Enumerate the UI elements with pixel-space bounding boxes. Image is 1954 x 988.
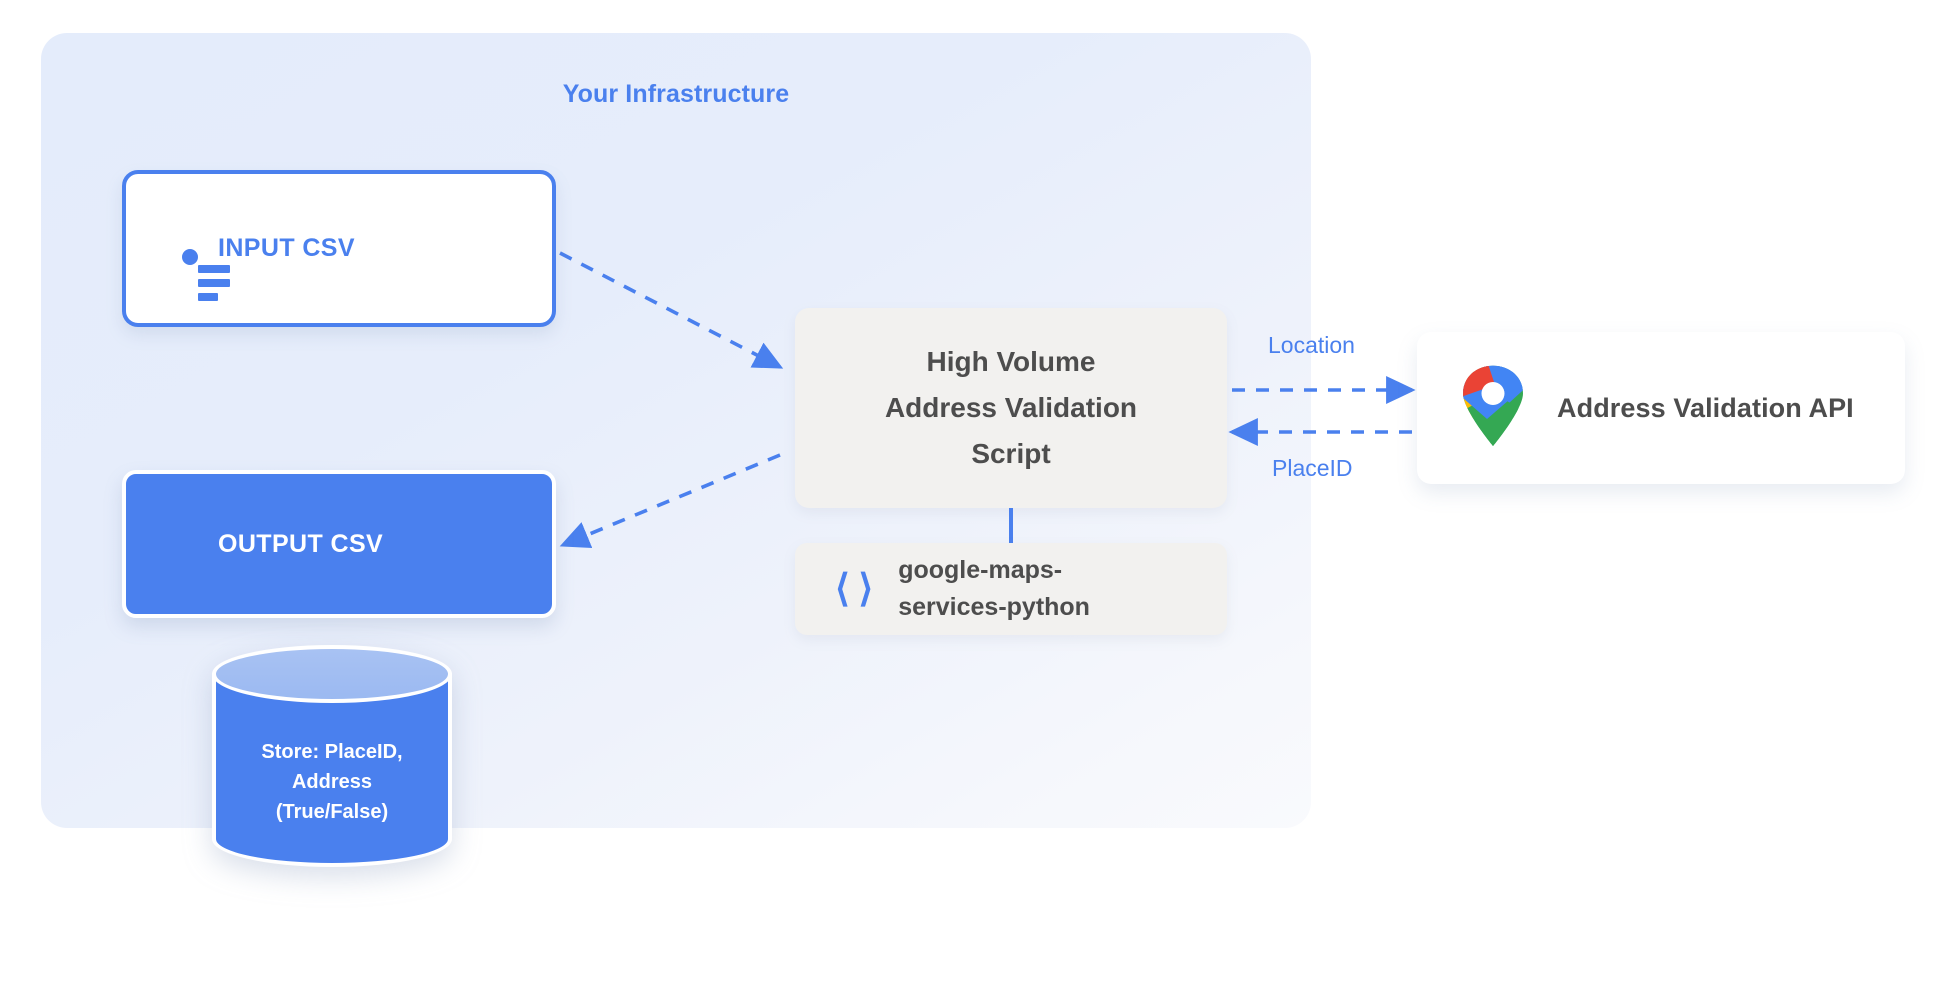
script-line-1: High Volume [926, 346, 1096, 377]
datastore-label: Store: PlaceID, Address (True/False) [212, 737, 452, 827]
document-icon-line-1 [196, 560, 228, 568]
edge-label-placeid: PlaceID [1272, 455, 1353, 481]
infrastructure-title: Your Infrastructure [562, 80, 790, 108]
datastore-line-1: Store: PlaceID, [261, 741, 403, 763]
input-csv-label: INPUT CSV [218, 234, 355, 262]
output-csv-label: OUTPUT CSV [218, 529, 384, 558]
code-brackets-icon: ⟨ ⟩ [835, 568, 873, 610]
document-icon-line-3 [196, 588, 216, 596]
google-maps-pin-icon [1461, 365, 1525, 452]
datastore-cylinder-node[interactable]: Store: PlaceID, Address (True/False) [212, 645, 452, 867]
datastore-line-2: Address [291, 771, 373, 793]
address-validation-api-node[interactable]: Address Validation API [1417, 332, 1905, 484]
datastore-line-3: (True/False) [275, 801, 389, 823]
api-label: Address Validation API [1557, 392, 1854, 423]
cylinder-top [212, 645, 452, 703]
edge-label-location: Location [1268, 332, 1355, 358]
validation-script-node[interactable]: High Volume Address Validation Script [795, 308, 1227, 508]
library-line-1: google-maps- [898, 556, 1063, 584]
document-icon-line-3 [198, 292, 218, 301]
document-icon-line-2 [196, 574, 228, 582]
document-icon-line-2 [198, 278, 230, 287]
script-library-connector [1009, 508, 1013, 543]
output-csv-node[interactable]: OUTPUT CSV [122, 470, 556, 618]
script-line-3: Script [971, 438, 1051, 469]
document-icon-frame [182, 248, 198, 265]
library-line-2: services-python [898, 593, 1090, 621]
library-label: google-maps- services-python [898, 552, 1090, 626]
script-line-2: Address Validation [884, 392, 1138, 423]
input-csv-node[interactable]: INPUT CSV [122, 170, 556, 327]
python-library-node[interactable]: ⟨ ⟩ google-maps- services-python [795, 543, 1227, 635]
document-icon-line-1 [198, 264, 230, 273]
